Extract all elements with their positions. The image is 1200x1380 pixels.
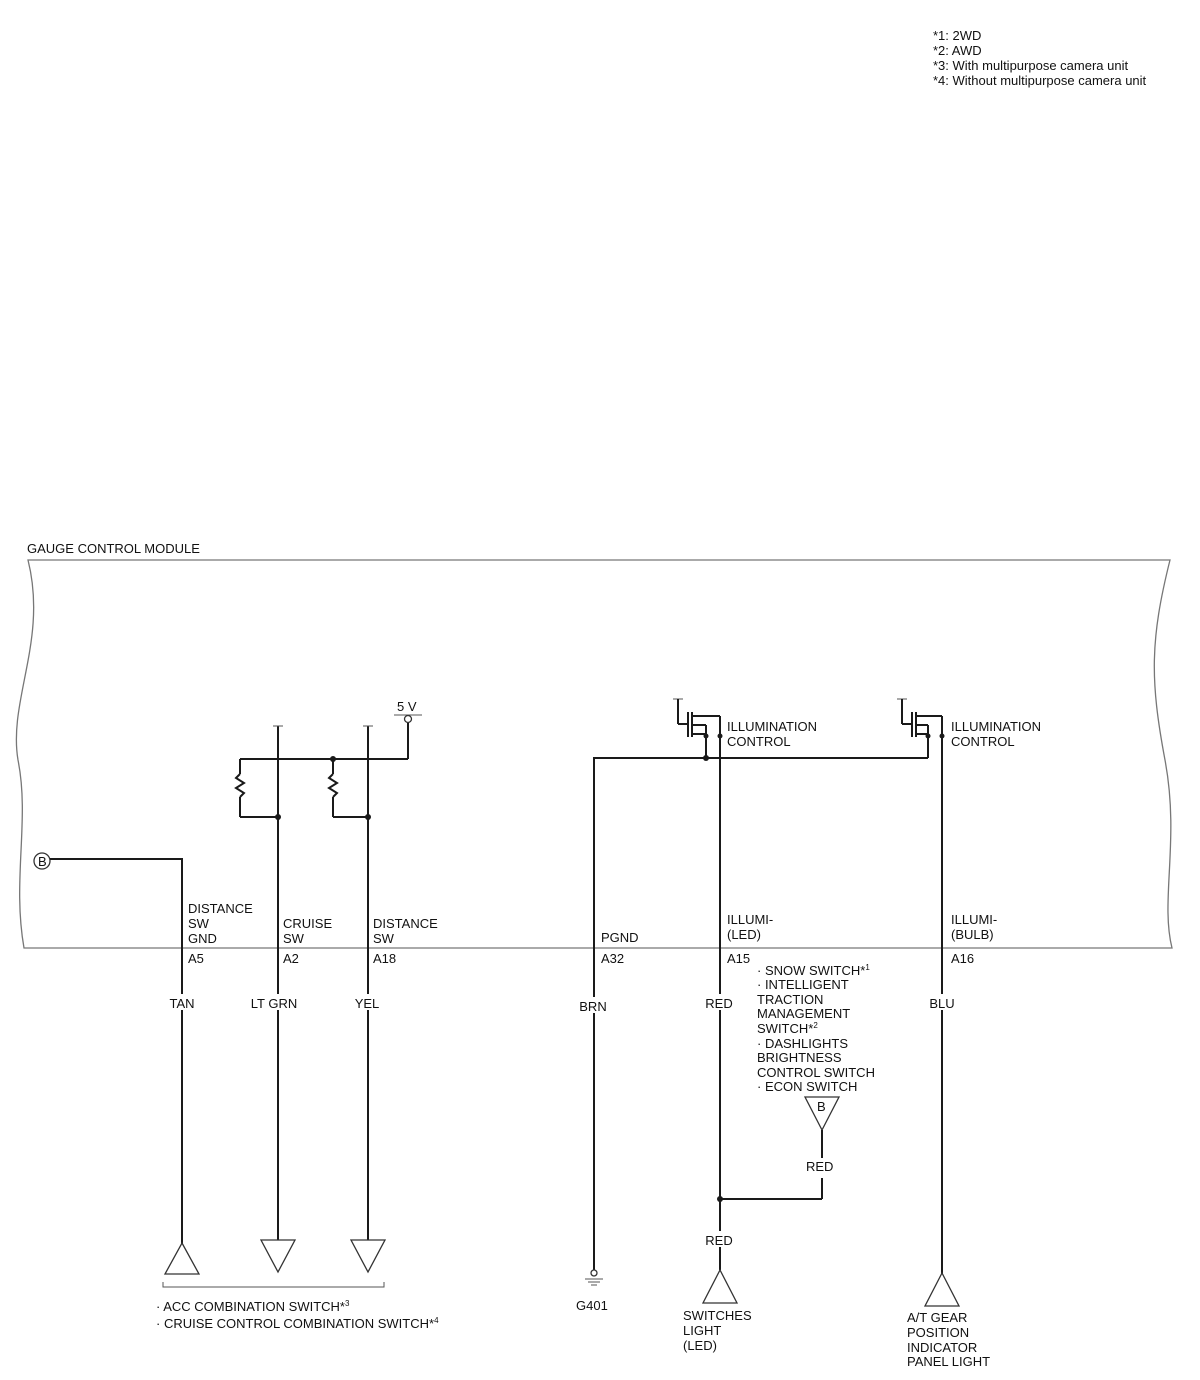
wire-pgnd <box>593 757 928 1270</box>
wire-color-red: RED <box>705 996 732 1011</box>
pin-a32: A32 <box>601 951 624 966</box>
pin-a18: A18 <box>373 951 396 966</box>
pin-a2: A2 <box>283 951 299 966</box>
combo-switch-cruise: · CRUISE CONTROL COMBINATION SWITCH*4 <box>156 1316 439 1331</box>
wire-color-yel: YEL <box>355 996 380 1011</box>
switch-list-line1: · SNOW SWITCH*1 <box>757 963 870 978</box>
combo-bracket <box>162 1282 385 1288</box>
connector-b-branch: B RED <box>717 1096 841 1202</box>
wire-distance-gnd <box>50 858 183 1244</box>
combo-switch-acc: · ACC COMBINATION SWITCH*3 <box>156 1299 350 1314</box>
connector-b-left: B <box>33 852 51 870</box>
gear-indicator-l3: INDICATOR <box>907 1340 977 1355</box>
connector-b-right-label: B <box>817 1099 826 1114</box>
pin-name-a2-l1: CRUISE <box>283 916 332 931</box>
pin-name-a5-l3: GND <box>188 931 217 946</box>
switch-list-line7: BRIGHTNESS <box>757 1050 842 1065</box>
wire-color-labels: TAN LT GRN YEL BRN RED BLU <box>164 994 960 1014</box>
pin-name-a15-l2: (LED) <box>727 927 761 942</box>
ground-label: G401 <box>576 1298 608 1313</box>
pin-numbers: A5 A2 A18 A32 A15 A16 <box>188 951 974 966</box>
switch-list-line5: SWITCH*2 <box>757 1021 818 1036</box>
wire-color-brn: BRN <box>579 999 606 1014</box>
bottom-labels: · ACC COMBINATION SWITCH*3 · CRUISE CONT… <box>156 1298 990 1369</box>
pin-name-a32: PGND <box>601 930 639 945</box>
switches-light-l2: LIGHT <box>683 1323 721 1338</box>
wire-color-blu: BLU <box>929 996 954 1011</box>
pin-name-a16-l2: (BULB) <box>951 927 994 942</box>
module-outline <box>15 559 1173 949</box>
wire-color-tan: TAN <box>169 996 194 1011</box>
terminal-gear-indicator <box>923 1271 961 1307</box>
terminal-switches-light <box>701 1268 739 1304</box>
footnote-3: *3: With multipurpose camera unit <box>933 58 1128 73</box>
footnote-4: *4: Without multipurpose camera unit <box>933 73 1147 88</box>
gear-indicator-l1: A/T GEAR <box>907 1310 967 1325</box>
module-title: GAUGE CONTROL MODULE <box>27 541 200 556</box>
switches-light-l3: (LED) <box>683 1338 717 1353</box>
switch-list-line6: · DASHLIGHTS <box>757 1036 848 1051</box>
bottom-terminals <box>163 1239 961 1307</box>
switch-list-line2: · INTELLIGENT <box>757 977 849 992</box>
wire-color-red-lower: RED <box>705 1233 732 1248</box>
supply-label: 5 V <box>397 699 417 714</box>
illumination-label-1-line1: ILLUMINATION <box>727 719 817 734</box>
pin-name-a18-l2: SW <box>373 931 395 946</box>
footnote-2: *2: AWD <box>933 43 982 58</box>
wire-color-lt-grn: LT GRN <box>251 996 297 1011</box>
terminal-tan <box>163 1241 201 1275</box>
pin-name-a5-l2: SW <box>188 916 210 931</box>
supply-5v: 5 V <box>394 699 422 759</box>
pin-name-a16-l1: ILLUMI- <box>951 912 997 927</box>
pin-name-a5-l1: DISTANCE <box>188 901 253 916</box>
ground-symbol <box>585 1269 603 1286</box>
illumination-label-2-line2: CONTROL <box>951 734 1015 749</box>
pin-name-a15-l1: ILLUMI- <box>727 912 773 927</box>
pin-a5: A5 <box>188 951 204 966</box>
switch-list-line4: MANAGEMENT <box>757 1006 850 1021</box>
switch-list-line8: CONTROL SWITCH <box>757 1065 875 1080</box>
switches-light-l1: SWITCHES <box>683 1308 752 1323</box>
gear-indicator-l4: PANEL LIGHT <box>907 1354 990 1369</box>
pin-names: DISTANCE SW GND CRUISE SW DISTANCE SW PG… <box>188 901 997 946</box>
terminal-lt-grn <box>259 1239 297 1274</box>
footnote-1: *1: 2WD <box>933 28 981 43</box>
pullup-network <box>234 756 408 820</box>
pin-name-a2-l2: SW <box>283 931 305 946</box>
illumination-label-1-line2: CONTROL <box>727 734 791 749</box>
illumination-label-2-line1: ILLUMINATION <box>951 719 1041 734</box>
branch-wire-red: RED <box>806 1159 833 1174</box>
pin-name-a18-l1: DISTANCE <box>373 916 438 931</box>
connector-b-left-label: B <box>38 854 47 869</box>
terminal-yel <box>349 1239 387 1274</box>
gear-indicator-l2: POSITION <box>907 1325 969 1340</box>
switch-list-line3: TRACTION <box>757 992 823 1007</box>
illumination-transistor-1 <box>673 698 723 761</box>
switch-list-line9: · ECON SWITCH <box>757 1079 857 1094</box>
switch-list: · SNOW SWITCH*1 · INTELLIGENT TRACTION M… <box>757 963 875 1094</box>
footnote-list: *1: 2WD *2: AWD *3: With multipurpose ca… <box>933 28 1147 88</box>
pin-a15: A15 <box>727 951 750 966</box>
pin-a16: A16 <box>951 951 974 966</box>
illumination-transistor-2 <box>897 698 945 758</box>
